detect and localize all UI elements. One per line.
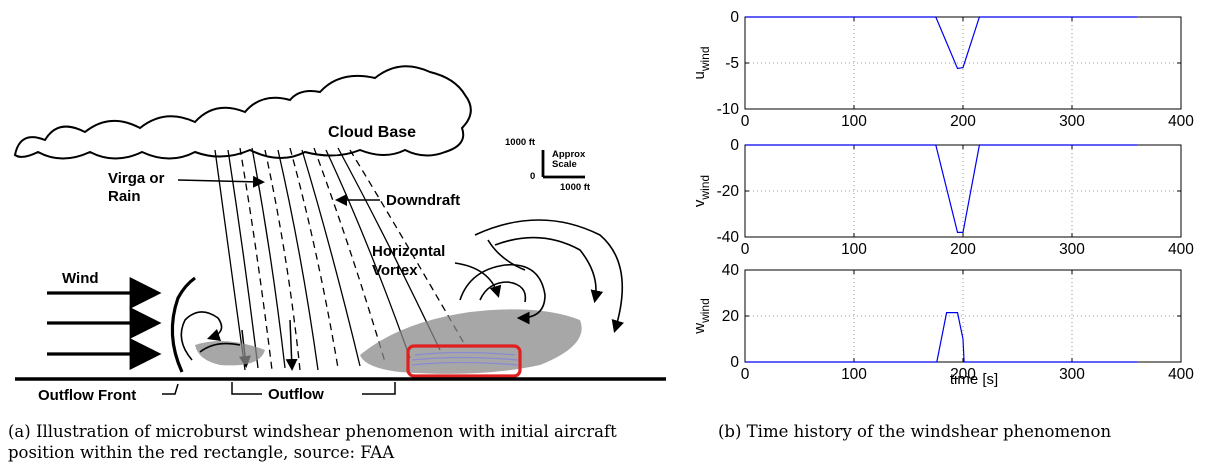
series-line xyxy=(745,144,1138,233)
outflow-front-arc xyxy=(170,276,196,373)
vortex-pointer xyxy=(454,262,502,298)
outflow-front-pointer xyxy=(162,383,179,395)
x-tick-label: 400 xyxy=(1168,241,1194,258)
x-tick-label: 400 xyxy=(1168,366,1194,383)
y-tick-label: -5 xyxy=(725,55,739,72)
plot-frame xyxy=(744,269,1182,363)
x-tick-label: 100 xyxy=(841,113,867,130)
plot-area xyxy=(745,145,1181,237)
x-tick-label: 300 xyxy=(1059,113,1085,130)
y-tick-label: 20 xyxy=(722,308,740,325)
y-tick-label: -40 xyxy=(717,229,740,246)
y-tick-label: 0 xyxy=(730,354,739,371)
outflow-label: Outflow xyxy=(268,386,324,403)
series-line xyxy=(745,312,1138,363)
scale-scale-label: Scale xyxy=(552,159,577,170)
plot-frame xyxy=(744,16,1182,110)
y-tick-label: -10 xyxy=(717,101,740,118)
vortex-curls xyxy=(180,219,624,361)
y-tick-label: 0 xyxy=(730,137,739,154)
y-tick-label: -20 xyxy=(717,183,740,200)
plot-frame xyxy=(744,144,1182,238)
vortex-label-line1: Horizontal xyxy=(372,243,445,260)
x-tick-label: 100 xyxy=(841,241,867,258)
caption-b: (b) Time history of the windshear phenom… xyxy=(718,422,1112,441)
x-axis-label: time [s] xyxy=(950,371,998,388)
series-line xyxy=(745,16,1138,70)
outflow-pointer-left xyxy=(231,382,262,395)
x-tick-label: 200 xyxy=(950,241,976,258)
y-tick-label: 0 xyxy=(730,9,739,26)
scale-bar: 1000 ft 0 Approx Scale 1000 ft xyxy=(505,137,591,193)
cloud-base-label: Cloud Base xyxy=(328,124,416,141)
x-tick-label: 400 xyxy=(1168,113,1194,130)
microburst-illustration: 1000 ft 0 Approx Scale 1000 ft Cloud Bas… xyxy=(13,65,666,404)
rain-shaft xyxy=(214,147,466,371)
plot-area xyxy=(745,17,1181,109)
caption-a: (a) Illustration of microburst windshear… xyxy=(8,422,617,462)
x-tick-label: 200 xyxy=(950,366,976,383)
x-tick-label: 0 xyxy=(741,113,750,130)
x-tick-label: 0 xyxy=(741,241,750,258)
outflow-shade-left xyxy=(195,341,265,366)
outflow-pointer-right xyxy=(362,382,396,395)
virga-label-line2: Rain xyxy=(108,188,141,205)
outflow-front-label: Outflow Front xyxy=(38,387,136,404)
scale-approx-label: Approx xyxy=(552,149,586,160)
y-axis-label: wwind xyxy=(691,298,712,335)
y-tick-label: 40 xyxy=(722,262,740,279)
scale-zero-label: 0 xyxy=(530,171,535,182)
y-axis-label: uwind xyxy=(691,46,712,79)
outflow-shade-right xyxy=(360,309,582,374)
scale-horizontal-label: 1000 ft xyxy=(560,182,591,193)
virga-label-line1: Virga or xyxy=(108,170,165,187)
downdraft-label: Downdraft xyxy=(386,192,460,209)
x-tick-label: 100 xyxy=(841,366,867,383)
wind-arrows xyxy=(47,277,162,370)
x-tick-label: 300 xyxy=(1059,366,1085,383)
x-tick-label: 200 xyxy=(950,113,976,130)
vortex-label-line2: Vortex xyxy=(372,262,418,279)
virga-pointer xyxy=(177,175,265,188)
plot-panel-1: 0 100 200 300 400 0 -5 -10 uwind xyxy=(691,9,1194,130)
scale-vertical-label: 1000 ft xyxy=(505,137,536,148)
aircraft-position-highlight xyxy=(406,344,522,378)
cloud-shape xyxy=(13,65,472,160)
wind-label: Wind xyxy=(62,270,99,287)
plot-panel-2: 0 100 200 300 400 0 -20 -40 vwind xyxy=(691,137,1194,258)
x-tick-label: 0 xyxy=(741,366,750,383)
x-tick-label: 300 xyxy=(1059,241,1085,258)
y-axis-label: vwind xyxy=(691,175,712,207)
